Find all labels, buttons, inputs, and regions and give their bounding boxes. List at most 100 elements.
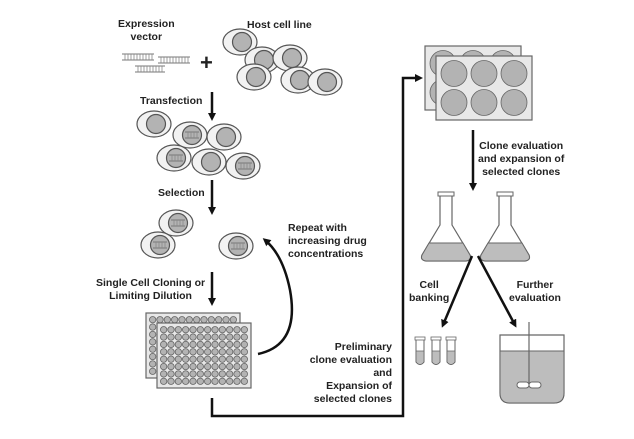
label-host-cell-line: Host cell line: [247, 19, 312, 31]
well: [211, 362, 219, 371]
well: [500, 89, 528, 116]
well: [189, 348, 197, 356]
well: [240, 377, 248, 385]
well: [160, 326, 168, 334]
well: [218, 355, 226, 363]
well: [211, 355, 219, 363]
96-well-plate-icon: [145, 312, 252, 389]
well: [167, 377, 175, 385]
arrow-cell-banking: [441, 255, 474, 328]
well: [149, 367, 157, 375]
well: [211, 370, 219, 378]
dna-vector-icon: [169, 154, 183, 162]
well: [207, 316, 215, 324]
transfected-cell-icon: [218, 232, 254, 260]
well: [211, 326, 219, 334]
well: [196, 362, 204, 371]
well: [233, 326, 241, 334]
well: [233, 362, 241, 371]
well: [149, 323, 157, 331]
well: [174, 333, 182, 341]
well: [240, 333, 248, 341]
well: [182, 326, 190, 334]
well: [160, 355, 168, 363]
well: [218, 370, 226, 378]
well: [240, 370, 248, 378]
dna-vector-icon: [135, 65, 165, 73]
tube-icon: [445, 336, 457, 365]
transfected-cell-icon: [158, 209, 194, 237]
well: [160, 362, 168, 371]
plate-front: [435, 55, 533, 121]
well: [182, 362, 190, 371]
well: [218, 348, 226, 356]
well: [160, 377, 168, 385]
dna-vector-icon: [158, 56, 190, 64]
well: [149, 352, 157, 361]
well: [226, 348, 234, 356]
dna-vector-icon: [185, 131, 199, 139]
well: [211, 333, 219, 341]
well: [189, 355, 197, 363]
well: [196, 333, 204, 341]
well: [196, 326, 204, 334]
well: [149, 330, 157, 339]
well: [189, 362, 197, 371]
well: [240, 355, 248, 363]
well: [204, 370, 212, 378]
well: [196, 377, 204, 385]
well: [211, 340, 219, 349]
well: [196, 340, 204, 349]
well: [226, 326, 234, 334]
cell-icon: [236, 63, 272, 91]
well: [470, 60, 498, 87]
well: [440, 89, 468, 116]
well: [149, 345, 157, 353]
well: [218, 362, 226, 371]
well: [193, 316, 201, 324]
well: [167, 348, 175, 356]
well: [174, 355, 182, 363]
cell-icon: [307, 68, 343, 96]
well: [211, 377, 219, 385]
well: [204, 355, 212, 363]
well: [240, 326, 248, 334]
well: [211, 348, 219, 356]
well: [182, 355, 190, 363]
well: [240, 348, 248, 356]
transfected-cell-group: [136, 110, 261, 180]
well: [167, 326, 175, 334]
well: [196, 370, 204, 378]
well: [240, 340, 248, 349]
label-preliminary-evaluation: Preliminary clone evaluation and Expansi…: [309, 341, 392, 405]
label-expression-vector: Expression vector: [118, 18, 175, 43]
well: [233, 370, 241, 378]
well: [167, 362, 175, 371]
well: [233, 348, 241, 356]
well: [218, 340, 226, 349]
transfected-cell-icon: [156, 144, 192, 172]
well: [160, 340, 168, 349]
arrow-repeat-loop: [257, 238, 294, 356]
well: [226, 370, 234, 378]
well: [174, 377, 182, 385]
label-cell-banking: Cell banking: [409, 279, 450, 304]
cell-icon: [136, 110, 172, 138]
dna-vector-icon: [171, 219, 185, 227]
cell-icon: [191, 148, 227, 176]
well: [204, 362, 212, 371]
plate-front: [156, 322, 252, 389]
well: [156, 316, 164, 324]
well: [189, 370, 197, 378]
well: [189, 333, 197, 341]
well: [204, 326, 212, 334]
well: [189, 340, 197, 349]
well: [204, 340, 212, 349]
well: [218, 333, 226, 341]
well: [178, 316, 186, 324]
well: [500, 60, 528, 87]
selected-cell-group: [140, 209, 254, 260]
impeller-blade: [528, 381, 542, 389]
